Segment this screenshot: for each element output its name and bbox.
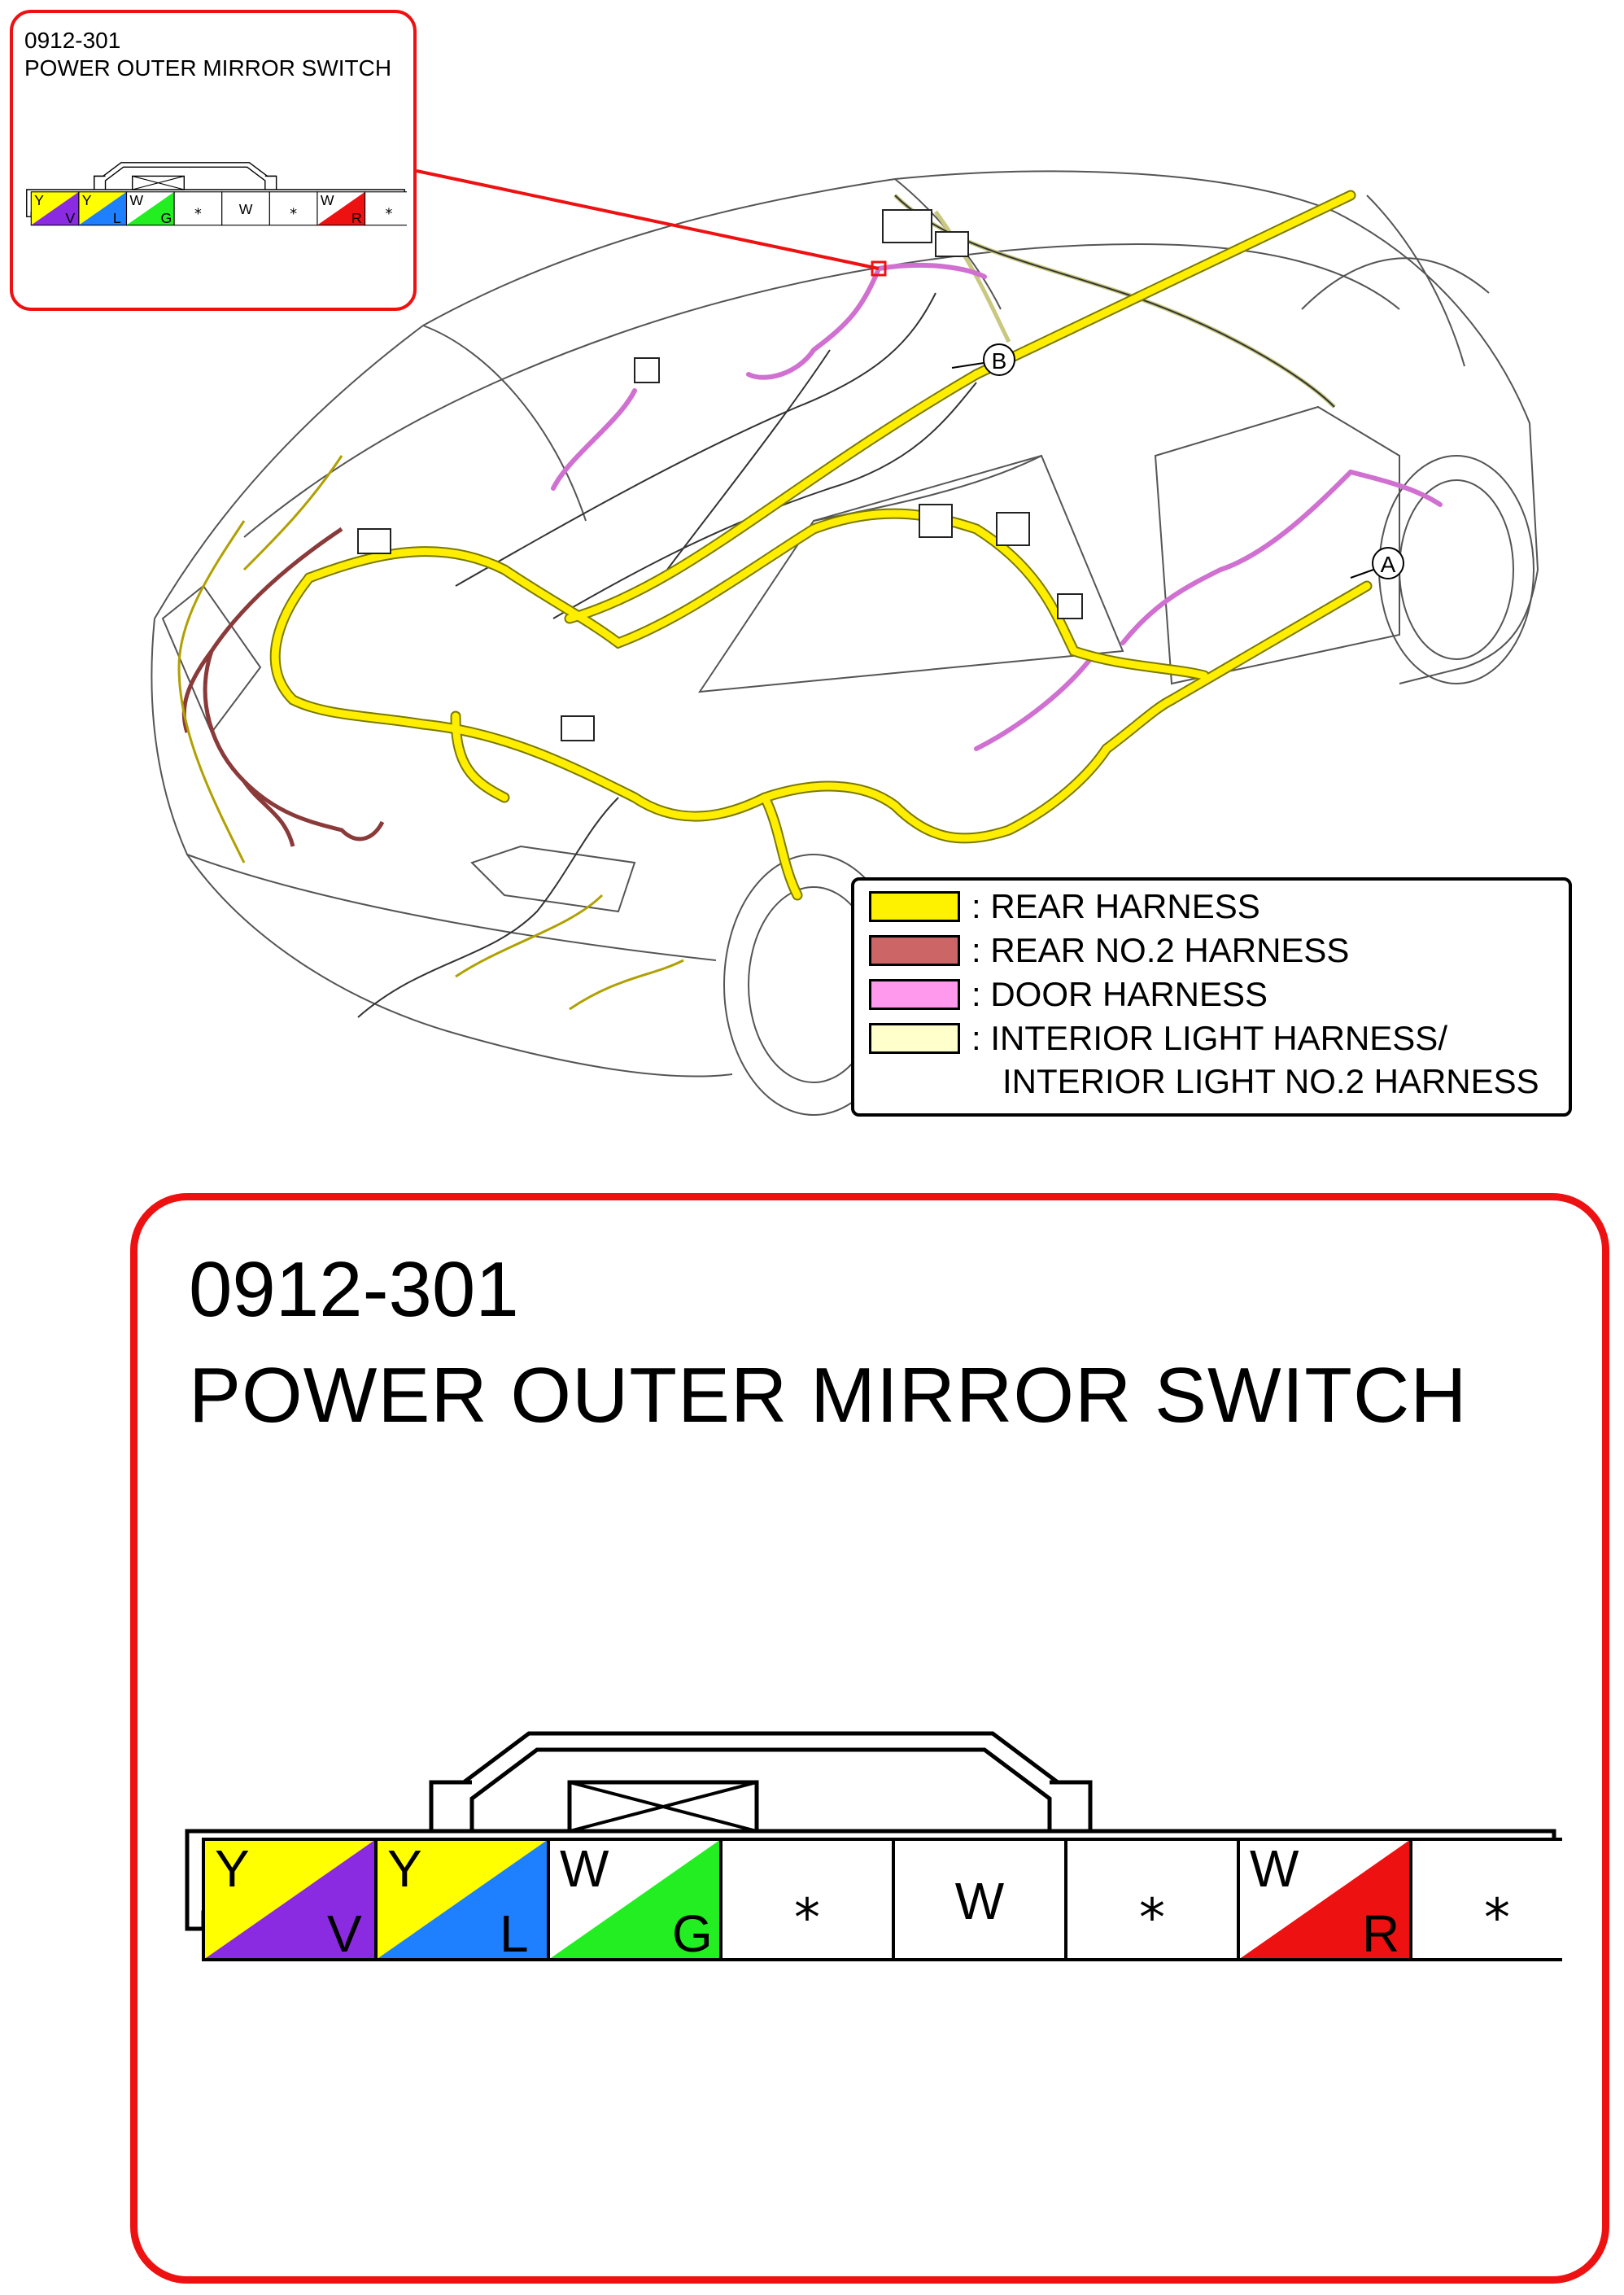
svg-text:⁎: ⁎ xyxy=(194,201,202,217)
svg-text:R: R xyxy=(1362,1904,1399,1963)
connector-pin: W xyxy=(221,191,270,226)
legend-swatch xyxy=(869,979,960,1010)
door-harness xyxy=(551,262,1443,751)
svg-text:W: W xyxy=(239,201,253,217)
svg-text:L: L xyxy=(500,1904,529,1963)
connector-pin: ⁎ xyxy=(1064,1838,1240,1961)
legend-label: : REAR HARNESS xyxy=(971,887,1260,925)
legend-item: : DOOR HARNESS xyxy=(869,975,1268,1013)
connector-title: POWER OUTER MIRROR SWITCH xyxy=(189,1352,1468,1439)
inset-panel xyxy=(10,10,417,311)
svg-text:A: A xyxy=(1381,552,1396,577)
svg-text:V: V xyxy=(327,1904,362,1963)
legend-item: : REAR HARNESS xyxy=(869,887,1260,925)
connector-pin: ⁎ xyxy=(268,191,318,226)
harness-legend xyxy=(851,877,1572,1117)
connector-code: 0912-301 xyxy=(189,1246,519,1333)
inset-leader-line xyxy=(416,169,880,270)
svg-text:⁎: ⁎ xyxy=(385,201,392,217)
legend-label: : REAR NO.2 HARNESS xyxy=(971,931,1350,969)
svg-text:⁎: ⁎ xyxy=(1139,1872,1165,1930)
svg-text:W: W xyxy=(321,192,334,208)
inset-connector-code: 0912-301 xyxy=(24,28,121,53)
callout-b: B xyxy=(951,343,1015,376)
connector-pin: WR xyxy=(1237,1838,1412,1963)
connector-pin: YL xyxy=(374,1838,550,1963)
legend-swatch xyxy=(869,1023,960,1054)
connector-pin: WR xyxy=(317,191,366,226)
connector-pin: ⁎ xyxy=(719,1838,895,1961)
connector-pin: W xyxy=(892,1838,1067,1961)
vehicle-harness-illustration: B A xyxy=(151,169,1539,1116)
legend-label: : INTERIOR LIGHT HARNESS/ xyxy=(971,1019,1447,1057)
interior-light-harness xyxy=(893,194,1336,409)
connector-pin: ⁎ xyxy=(173,191,223,226)
legend-continuation-label: INTERIOR LIGHT NO.2 HARNESS xyxy=(1002,1062,1539,1100)
svg-text:R: R xyxy=(351,210,362,226)
legend-item: : REAR NO.2 HARNESS xyxy=(869,931,1350,969)
car-body-outline xyxy=(151,170,1539,1116)
legend-label: : DOOR HARNESS xyxy=(971,975,1268,1013)
svg-text:⁎: ⁎ xyxy=(290,201,297,217)
svg-text:V: V xyxy=(65,210,75,226)
inset-connector-title: POWER OUTER MIRROR SWITCH xyxy=(24,55,392,81)
rear-harness-outline xyxy=(269,190,1373,901)
svg-text:⁎: ⁎ xyxy=(794,1872,820,1930)
svg-text:Y: Y xyxy=(82,192,92,208)
svg-text:W: W xyxy=(560,1839,609,1898)
callout-a: A xyxy=(1350,547,1404,579)
connector-latch-inner xyxy=(469,1747,1052,1831)
svg-text:⁎: ⁎ xyxy=(1484,1872,1510,1930)
svg-text:B: B xyxy=(992,348,1007,374)
legend-swatch xyxy=(869,935,960,966)
svg-text:Y: Y xyxy=(215,1839,250,1898)
connector-blocks xyxy=(357,209,1083,741)
legend-swatch xyxy=(869,891,960,922)
connector-pin: ⁎ xyxy=(1409,1838,1562,1961)
connector-pin: WG xyxy=(125,191,175,226)
connector-pin: YL xyxy=(78,191,128,226)
svg-text:G: G xyxy=(161,210,172,226)
svg-text:Y: Y xyxy=(387,1839,422,1898)
svg-text:Y: Y xyxy=(34,192,44,208)
rear-no2-harness xyxy=(181,527,385,847)
svg-text:W: W xyxy=(955,1872,1005,1930)
connector-pin: YV xyxy=(30,191,80,226)
legend-item: : INTERIOR LIGHT HARNESS/ xyxy=(869,1019,1447,1057)
svg-text:W: W xyxy=(1250,1839,1299,1898)
connector-detail-panel xyxy=(130,1193,1609,2284)
connector-pin: YV xyxy=(202,1838,378,1963)
svg-text:L: L xyxy=(113,210,121,226)
connector-latch-inner xyxy=(104,166,266,190)
connector-pin: ⁎ xyxy=(365,191,407,226)
svg-text:G: G xyxy=(672,1904,713,1963)
connector-pin: WG xyxy=(547,1838,723,1963)
rear-harness xyxy=(271,191,1371,899)
svg-text:W: W xyxy=(129,192,143,208)
